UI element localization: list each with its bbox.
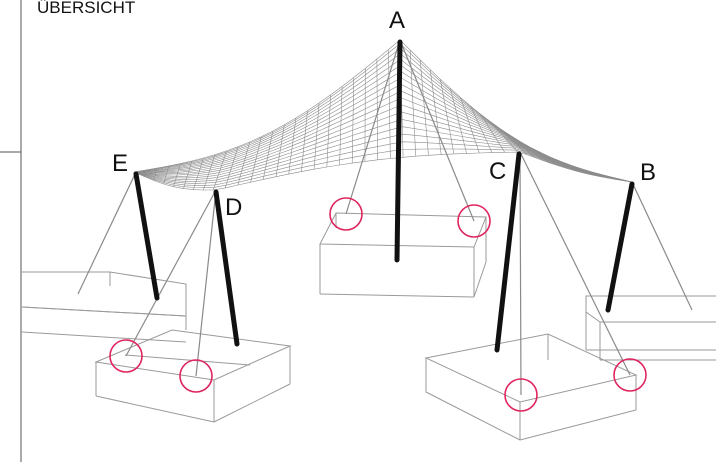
point-label-c: C [489,158,506,185]
mesh-line [301,110,308,172]
mesh-line [203,154,216,191]
foundation-b-partial [585,295,716,361]
mesh-line [591,171,600,177]
mesh-line [193,157,204,190]
mesh-line [388,49,391,159]
mast-d [213,189,240,347]
mesh-line [133,111,633,183]
mesh-line [409,49,417,157]
mesh-line [183,160,193,189]
point-label-d: D [225,194,242,221]
mesh-line [351,77,354,164]
point-label-b: B [640,159,656,186]
mesh-line [510,135,535,158]
mesh-line [551,157,568,169]
mesh-line [530,147,551,164]
mesh-line [460,97,480,154]
mesh-line [313,102,320,170]
mesh-line [440,79,455,154]
mesh-line [133,83,633,183]
mesh-line [561,161,576,172]
mesh-line [263,131,274,180]
point-label-a: A [389,7,405,34]
mesh-line [611,176,616,180]
point-label-e: E [112,150,128,177]
mesh-line [224,146,239,188]
foundation-left-partial [21,271,187,343]
mesh-line [500,128,527,155]
anchor-circle [179,359,213,393]
mesh-line [163,165,169,185]
mesh-line [133,119,633,183]
mesh-line [520,141,543,161]
anchor-points [109,197,647,412]
mesh-line [237,141,250,186]
mesh-line [470,105,493,153]
mesh-line [581,168,592,176]
mesh-line [212,150,227,191]
foundation-d [94,329,292,423]
guy-cables [77,39,693,396]
mesh-line [133,97,633,183]
foundation-center [319,212,487,298]
mesh-line [490,121,518,153]
mesh-line [250,136,262,183]
mesh-line [143,169,146,177]
mast-c [494,151,522,353]
anchor-circle [613,358,647,392]
mesh-line [326,94,331,168]
mesh-line [153,168,158,181]
membrane-mesh [133,39,633,191]
anchor-circle [329,197,363,231]
anchor-circle [457,204,491,238]
masts [133,39,635,353]
mast-a [394,39,403,263]
anchor-circle [109,339,143,373]
mesh-line [288,117,297,175]
mesh-line [621,179,624,181]
overview-title: ÜBERSICHT [37,0,135,17]
mesh-line [601,174,608,179]
mesh-line [571,165,584,174]
anchor-circle [504,378,538,412]
mesh-line [450,88,467,154]
mesh-line [133,151,633,191]
mast-e [133,171,160,301]
mesh-line [480,114,505,153]
mesh-line [541,152,560,167]
mesh-line [173,163,181,187]
mesh-line [339,86,343,166]
mesh-line [376,59,378,160]
mesh-line [419,59,429,156]
mesh-line [430,69,442,155]
foundation-c [424,333,638,441]
mast-b [605,181,635,313]
mesh-line [275,124,285,177]
